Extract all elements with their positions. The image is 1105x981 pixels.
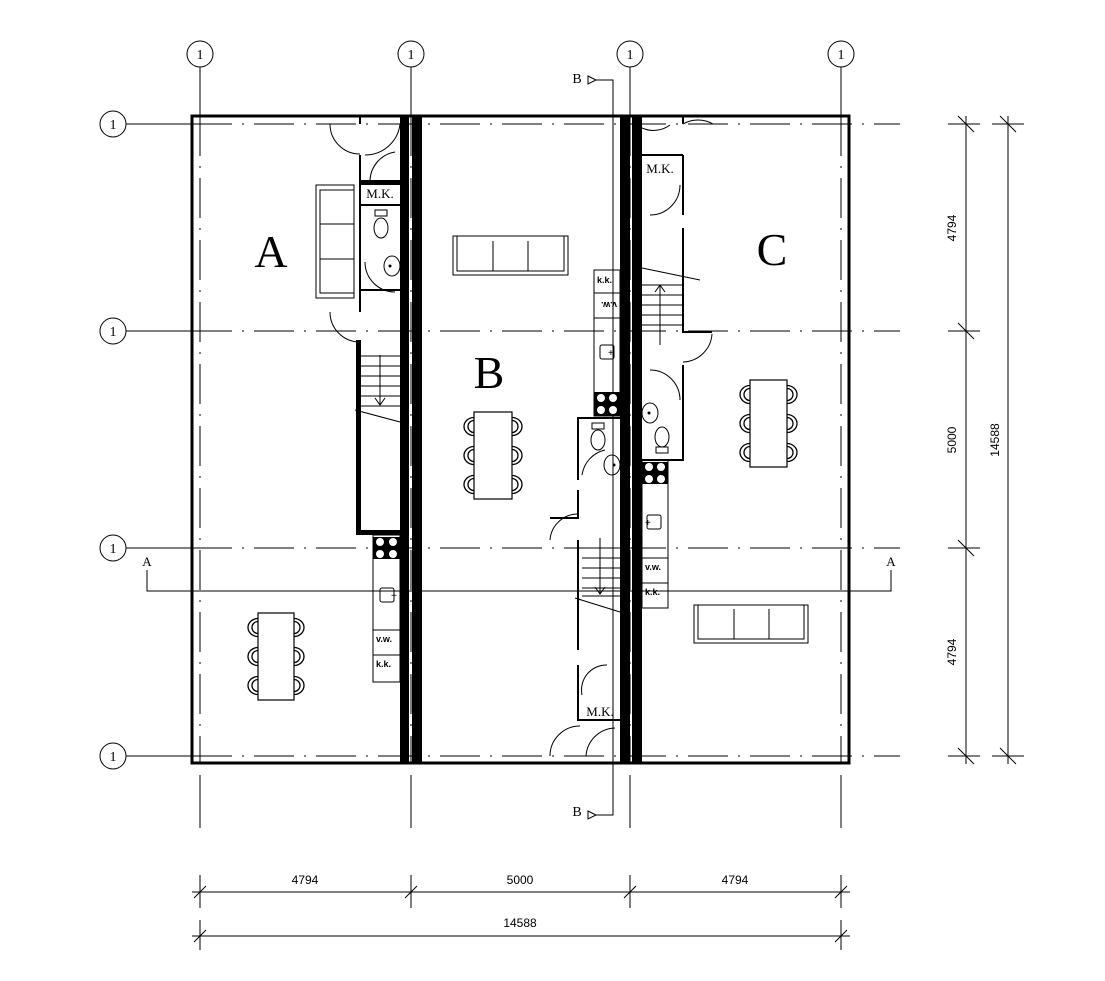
sofa-icon (315, 184, 355, 299)
building-outline (190, 114, 851, 765)
table-top (749, 379, 788, 468)
chair-icon (511, 416, 523, 437)
svg-text:1: 1 (408, 48, 415, 63)
chair-icon (247, 646, 259, 667)
sink-icon: + (599, 344, 615, 360)
chair-icon (739, 442, 751, 463)
chair-icon (511, 445, 523, 466)
chair-icon (247, 675, 259, 696)
grid-bubble: 1 (99, 110, 127, 138)
sink-icon: + (379, 587, 397, 603)
meter-cupboard-label: M.K. (646, 161, 673, 176)
grid-bubble: 1 (616, 40, 644, 68)
section-line-a: A A (142, 554, 896, 592)
svg-text:+: + (608, 348, 614, 359)
freezer-label: v.w. (376, 634, 392, 644)
svg-text:1: 1 (110, 118, 117, 133)
chair-icon (786, 413, 798, 434)
hob-icon (373, 537, 400, 559)
chair-icon (739, 413, 751, 434)
svg-text:A: A (142, 554, 152, 569)
party-walls (400, 116, 642, 763)
kitchen-counter: k.k. v.w. + (593, 269, 621, 417)
svg-text:+: + (645, 518, 651, 529)
svg-text:A: A (886, 554, 896, 569)
hob-icon (594, 392, 620, 416)
meter-cupboard-label: M.K. (586, 704, 613, 719)
chair-icon (739, 384, 751, 405)
svg-text:B: B (572, 72, 581, 87)
svg-text:B: B (572, 805, 581, 820)
kitchen-counter: + v.w. k.k. (372, 534, 401, 683)
svg-text:14588: 14588 (988, 423, 1002, 457)
basin-icon (603, 454, 621, 476)
svg-text:1: 1 (110, 750, 117, 765)
svg-text:4794: 4794 (945, 214, 959, 241)
svg-text:1: 1 (627, 48, 634, 63)
chair-icon (293, 646, 305, 667)
fridge-label: k.k. (376, 659, 391, 669)
table-top (257, 612, 295, 701)
svg-text:5000: 5000 (507, 873, 534, 887)
svg-text:14588: 14588 (503, 916, 537, 930)
unit-a: A M.K. + (247, 116, 401, 701)
grid-bubble: 1 (99, 317, 127, 345)
freezer-label: v.w. (601, 300, 617, 310)
stairs-icon (574, 538, 621, 613)
svg-text:+: + (391, 591, 397, 602)
stairs-icon (641, 267, 701, 345)
svg-text:1: 1 (110, 325, 117, 340)
dining-table-icon (247, 612, 305, 701)
svg-text:1: 1 (838, 48, 845, 63)
chair-icon (293, 675, 305, 696)
stairs-icon (354, 340, 401, 535)
grid-bubble: 1 (397, 40, 425, 68)
chair-icon (786, 442, 798, 463)
grid-bubble: 1 (99, 534, 127, 562)
fridge-label: k.k. (645, 587, 660, 597)
unit-c: C M.K. + v.w. k.k. (641, 116, 809, 644)
chair-icon (463, 416, 475, 437)
unit-label-a: A (254, 226, 287, 277)
chair-icon (247, 617, 259, 638)
meter-cupboard-label: M.K. (366, 186, 393, 201)
dining-table-icon (463, 411, 523, 500)
fridge-label: k.k. (597, 275, 612, 285)
svg-text:4794: 4794 (945, 638, 959, 665)
section-line-b: B B (572, 72, 614, 820)
chair-icon (511, 474, 523, 495)
svg-text:4794: 4794 (722, 873, 749, 887)
unit-label-c: C (757, 224, 788, 275)
toilet-icon (590, 422, 606, 451)
grid-bubble: 1 (827, 40, 855, 68)
chair-icon (463, 445, 475, 466)
dining-table-icon (739, 379, 798, 468)
svg-text:5000: 5000 (945, 426, 959, 453)
svg-text:1: 1 (197, 48, 204, 63)
chair-icon (463, 474, 475, 495)
kitchen-counter: + v.w. k.k. (641, 459, 669, 609)
sink-icon: + (645, 514, 662, 530)
basin-icon (383, 255, 401, 277)
grid-bubble: 1 (186, 40, 214, 68)
svg-text:1: 1 (110, 542, 117, 557)
chair-icon (786, 384, 798, 405)
sofa-icon (452, 235, 569, 276)
unit-b: B k.k. v.w. + M.K. (452, 235, 621, 757)
chair-icon (293, 617, 305, 638)
toilet-icon (373, 209, 389, 239)
basin-icon (641, 402, 659, 424)
toilet-icon (654, 426, 670, 454)
svg-text:4794: 4794 (292, 873, 319, 887)
table-top (473, 411, 513, 500)
sofa-icon (693, 604, 809, 644)
hob-icon (642, 462, 668, 484)
dimension-vertical: 4794 5000 4794 14588 (945, 115, 1024, 765)
grid-bubble: 1 (99, 742, 127, 770)
freezer-label: v.w. (645, 562, 661, 572)
dimension-horizontal: 4794 5000 4794 14588 (192, 873, 850, 950)
unit-label-b: B (474, 347, 505, 398)
